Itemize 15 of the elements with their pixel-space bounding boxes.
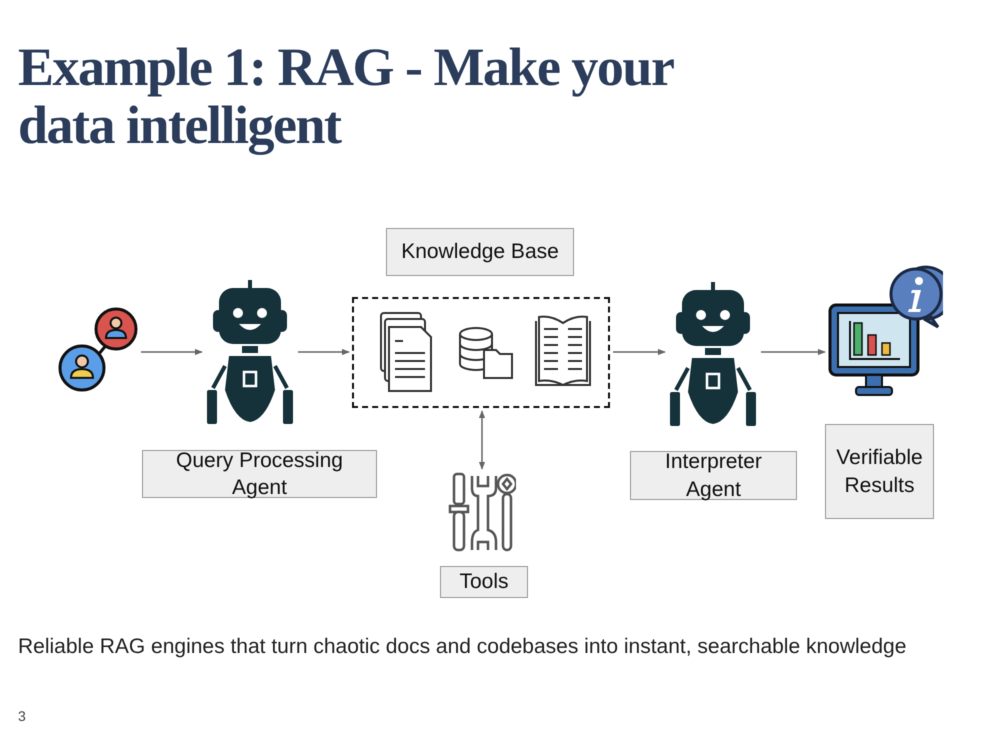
label-box: Knowledge Base xyxy=(386,228,574,276)
arrow xyxy=(298,348,350,356)
slide-title: Example 1: RAG - Make your data intelligent xyxy=(18,38,674,155)
arrow xyxy=(761,348,826,356)
dashed-frame xyxy=(352,297,610,408)
page-number: 3 xyxy=(18,708,26,724)
arrow xyxy=(613,348,666,356)
label-box: Interpreter Agent xyxy=(630,451,797,500)
caption: Reliable RAG engines that turn chaotic docs and codebases into instant, searchable knowledge xyxy=(18,635,906,659)
arrow xyxy=(141,348,203,356)
arrow xyxy=(478,410,486,470)
tools-icon xyxy=(448,472,516,552)
label-box: Tools xyxy=(440,566,528,598)
label-box: Verifiable Results xyxy=(825,424,934,519)
label-box: Query Processing Agent xyxy=(142,450,377,498)
